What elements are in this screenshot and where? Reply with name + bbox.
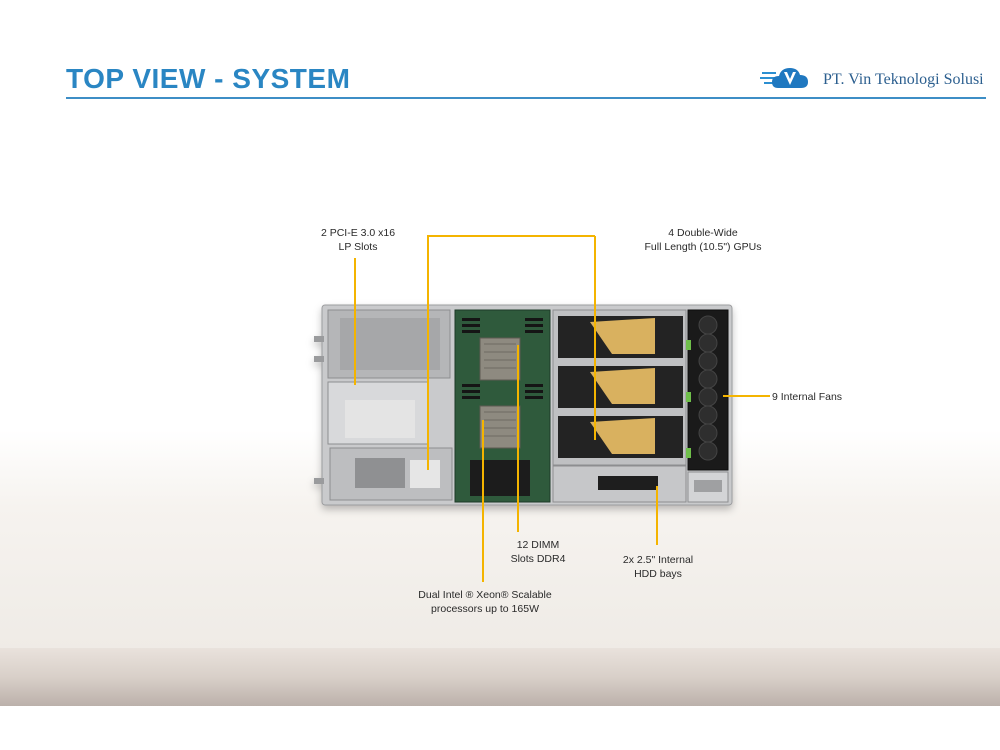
hdd-bays	[687, 471, 729, 503]
hdd-callout-line2: HDD bays	[634, 568, 682, 580]
cpu-callout-line2: processors up to 165W	[431, 603, 539, 615]
fans-callout: 9 Internal Fans	[772, 390, 842, 404]
hdd-callout-line1: 2x 2.5" Internal	[622, 554, 694, 566]
motherboard	[454, 309, 551, 503]
cpu-callout-line1: Dual Intel ® Xeon® Scalable	[418, 589, 552, 601]
cloud-v-logo-icon	[760, 68, 808, 88]
company-name: PT. Vin Teknologi Solusi	[823, 71, 984, 88]
pcie-callout-line2: LP Slots	[338, 241, 378, 253]
fans-callout-line1: 9 Internal Fans	[772, 391, 843, 403]
fan-bank	[686, 309, 729, 471]
pcie-slots-callout: 2 PCI-E 3.0 x16 LP Slots	[310, 226, 406, 254]
title-underline	[66, 97, 986, 99]
dimm-callout: 12 DIMM Slots DDR4	[493, 538, 583, 566]
pcie-callout-line1: 2 PCI-E 3.0 x16	[320, 227, 396, 239]
gpu-callout: 4 Double-Wide Full Length (10.5") GPUs	[628, 226, 778, 254]
gpu-callout-line1: 4 Double-Wide	[668, 227, 738, 239]
dimm-callout-line2: Slots DDR4	[510, 553, 566, 565]
pcie-to-gpu-connector-line	[427, 235, 595, 470]
rear-psu-bay	[327, 309, 453, 501]
page-title: TOP VIEW - SYSTEM	[66, 63, 351, 94]
company-logo: PT. Vin Teknologi Solusi	[760, 60, 990, 96]
gpu-bay	[552, 309, 687, 503]
gpu-callout-line2: Full Length (10.5") GPUs	[644, 241, 762, 253]
dimm-callout-line1: 12 DIMM	[516, 539, 560, 551]
callout-lines	[354, 235, 770, 582]
cpu-callout: Dual Intel ® Xeon® Scalable processors u…	[415, 588, 555, 616]
hdd-callout: 2x 2.5" Internal HDD bays	[608, 553, 708, 581]
